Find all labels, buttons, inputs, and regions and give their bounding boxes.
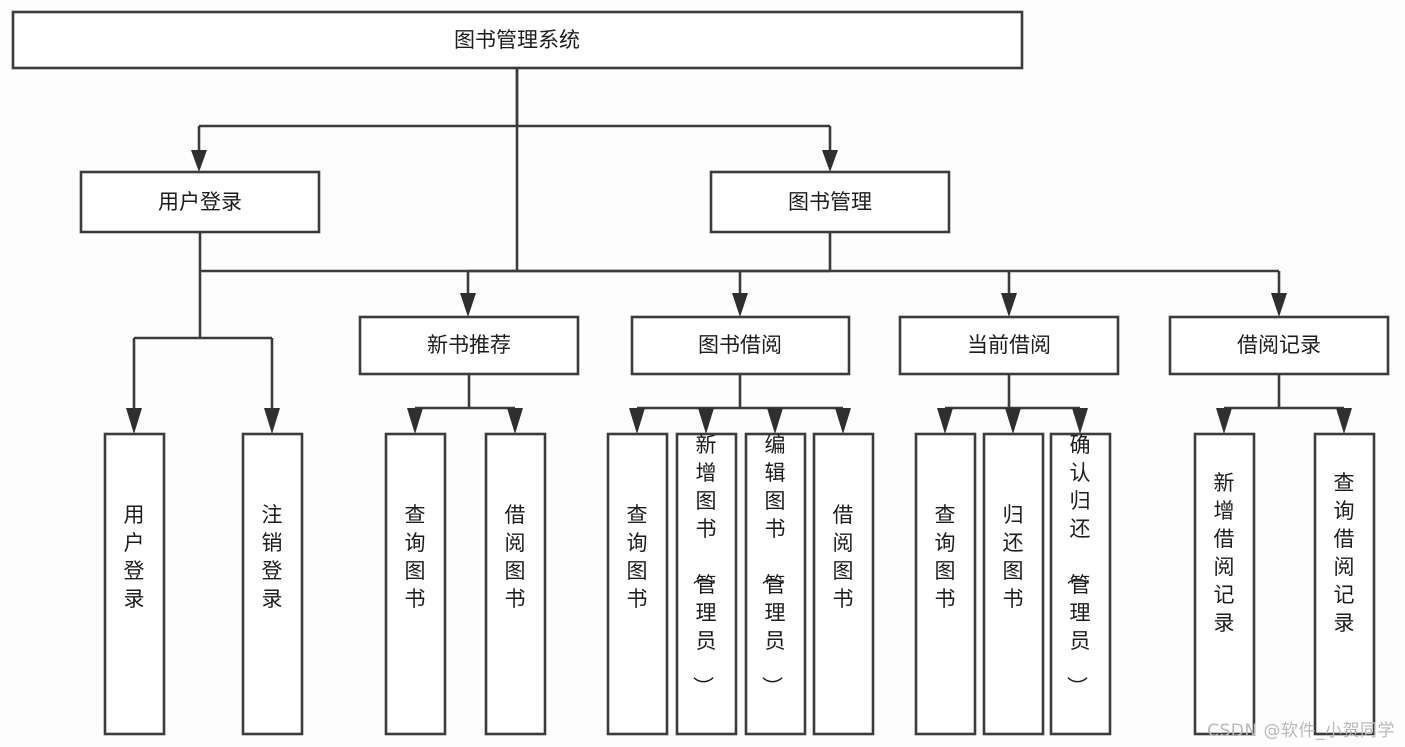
node-label-leaf-bb-add-book: 新增图书（管理员） — [691, 433, 717, 697]
node-user-login[interactable]: 用户登录 — [79, 170, 321, 234]
node-leaf-bb-edit-book[interactable]: 编辑图书（管理员） — [744, 432, 807, 736]
node-leaf-nb-query-book[interactable]: 查询图书 — [384, 432, 447, 736]
node-label-leaf-nb-borrow-book: 借阅图书 — [505, 503, 526, 611]
node-leaf-cb-query-book[interactable]: 查询图书 — [914, 432, 977, 736]
node-leaf-bb-query-book[interactable]: 查询图书 — [606, 432, 669, 736]
arrow-head-book-borrow — [732, 293, 748, 317]
node-leaf-bb-add-book[interactable]: 新增图书（管理员） — [675, 432, 738, 736]
connector-group-root — [191, 67, 838, 273]
node-label-leaf-cb-query-book: 查询图书 — [935, 503, 956, 611]
node-box-user-login[interactable] — [79, 170, 321, 234]
node-box-leaf-br-add-record[interactable] — [1193, 432, 1256, 736]
node-box-leaf-cb-return-book[interactable] — [982, 432, 1045, 736]
arrow-head-current-borrow — [1001, 293, 1017, 317]
node-book-manage[interactable]: 图书管理 — [709, 170, 951, 234]
node-leaf-nb-borrow-book[interactable]: 借阅图书 — [484, 432, 547, 736]
node-label-leaf-logout: 注销登录 — [262, 503, 283, 611]
node-label-root: 图书管理系统 — [454, 28, 580, 52]
node-book-borrow[interactable]: 图书借阅 — [630, 315, 851, 376]
arrow-head-nb-leaf-2 — [507, 408, 523, 434]
node-label-leaf-cb-return-book: 归还图书 — [1003, 503, 1024, 611]
node-label-book-manage: 图书管理 — [788, 190, 872, 214]
node-leaf-cb-confirm-return[interactable]: 确认归还（管理员） — [1049, 432, 1112, 736]
connector-group-borrow-record-leaves — [1216, 374, 1352, 434]
node-box-leaf-bb-edit-book[interactable] — [744, 432, 807, 736]
node-box-book-manage[interactable] — [709, 170, 951, 234]
connector-group-new-book-leaves — [407, 374, 523, 434]
node-label-user-login: 用户登录 — [158, 190, 242, 214]
connector-group-book-manage — [460, 232, 1287, 317]
node-box-borrow-record[interactable] — [1168, 315, 1390, 376]
node-label-book-borrow: 图书借阅 — [698, 333, 782, 357]
arrow-head-leaf-logout — [264, 408, 280, 434]
node-label-leaf-bb-edit-book: 编辑图书（管理员） — [760, 433, 786, 697]
node-borrow-record[interactable]: 借阅记录 — [1168, 315, 1390, 376]
node-leaf-br-query-record[interactable]: 查询借阅记录 — [1313, 432, 1376, 736]
arrow-head-book-manage — [822, 150, 838, 172]
node-leaf-bb-borrow-book[interactable]: 借阅图书 — [812, 432, 875, 736]
node-leaf-logout[interactable]: 注销登录 — [241, 432, 304, 736]
arrow-head-new-book — [460, 293, 476, 317]
arrow-head-br-leaf-2 — [1336, 408, 1352, 434]
node-box-leaf-cb-query-book[interactable] — [914, 432, 977, 736]
node-box-leaf-br-query-record[interactable] — [1313, 432, 1376, 736]
node-box-leaf-bb-query-book[interactable] — [606, 432, 669, 736]
node-box-leaf-logout[interactable] — [241, 432, 304, 736]
arrow-head-cb-leaf-3 — [1072, 408, 1088, 434]
arrow-head-user-login — [191, 150, 207, 172]
arrow-head-leaf-user-login — [126, 408, 142, 434]
node-box-new-book[interactable] — [358, 315, 580, 376]
node-box-leaf-nb-borrow-book[interactable] — [484, 432, 547, 736]
connector-group-user-login-leaves — [126, 232, 280, 434]
node-label-leaf-nb-query-book: 查询图书 — [405, 503, 426, 611]
connector-group-current-borrow-leaves — [937, 374, 1088, 434]
arrow-head-bb-leaf-2 — [698, 408, 714, 434]
node-new-book[interactable]: 新书推荐 — [358, 315, 580, 376]
node-label-leaf-cb-confirm-return: 确认归还（管理员） — [1065, 433, 1091, 697]
csdn-watermark: CSDN @软件_小贺同学 — [1207, 721, 1395, 741]
node-root-system[interactable]: 图书管理系统 — [11, 10, 1024, 70]
node-leaf-cb-return-book[interactable]: 归还图书 — [982, 432, 1045, 736]
arrow-head-br-leaf-1 — [1216, 408, 1232, 434]
connector-group-root-fan — [199, 67, 830, 128]
node-label-leaf-br-add-record: 新增借阅记录 — [1214, 471, 1235, 635]
node-box-leaf-nb-query-book[interactable] — [384, 432, 447, 736]
node-box-root[interactable] — [11, 10, 1024, 70]
node-label-leaf-bb-query-book: 查询图书 — [627, 503, 648, 611]
arrow-head-bb-leaf-1 — [629, 408, 645, 434]
node-box-leaf-user-login[interactable] — [103, 432, 166, 736]
node-label-leaf-br-query-record: 查询借阅记录 — [1334, 471, 1355, 635]
arrow-head-bb-leaf-3 — [767, 408, 783, 434]
arrow-head-cb-leaf-1 — [937, 408, 953, 434]
arrow-head-cb-leaf-2 — [1005, 408, 1021, 434]
arrow-head-borrow-record — [1271, 293, 1287, 317]
node-box-leaf-bb-add-book[interactable] — [675, 432, 738, 736]
node-leaf-user-login[interactable]: 用户登录 — [103, 432, 166, 736]
node-label-new-book: 新书推荐 — [427, 333, 511, 357]
node-box-leaf-cb-confirm-return[interactable] — [1049, 432, 1112, 736]
node-label-leaf-user-login: 用户登录 — [124, 503, 145, 611]
node-current-borrow[interactable]: 当前借阅 — [898, 315, 1120, 376]
node-label-current-borrow: 当前借阅 — [967, 333, 1051, 357]
arrow-head-bb-leaf-4 — [835, 408, 851, 434]
connector-group-book-borrow-leaves — [629, 374, 851, 434]
node-label-borrow-record: 借阅记录 — [1237, 333, 1321, 357]
arrow-head-nb-leaf-1 — [407, 408, 423, 434]
node-leaf-br-add-record[interactable]: 新增借阅记录 — [1193, 432, 1256, 736]
node-label-leaf-bb-borrow-book: 借阅图书 — [833, 503, 854, 611]
node-box-leaf-bb-borrow-book[interactable] — [812, 432, 875, 736]
